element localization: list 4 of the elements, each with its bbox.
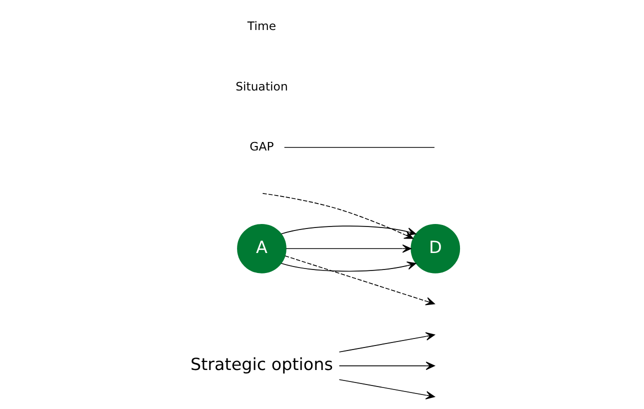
node-text: Strategic options xyxy=(190,354,333,374)
label: Time xyxy=(247,18,276,33)
label: Situation xyxy=(236,79,288,94)
node-text: GAP xyxy=(250,139,274,154)
